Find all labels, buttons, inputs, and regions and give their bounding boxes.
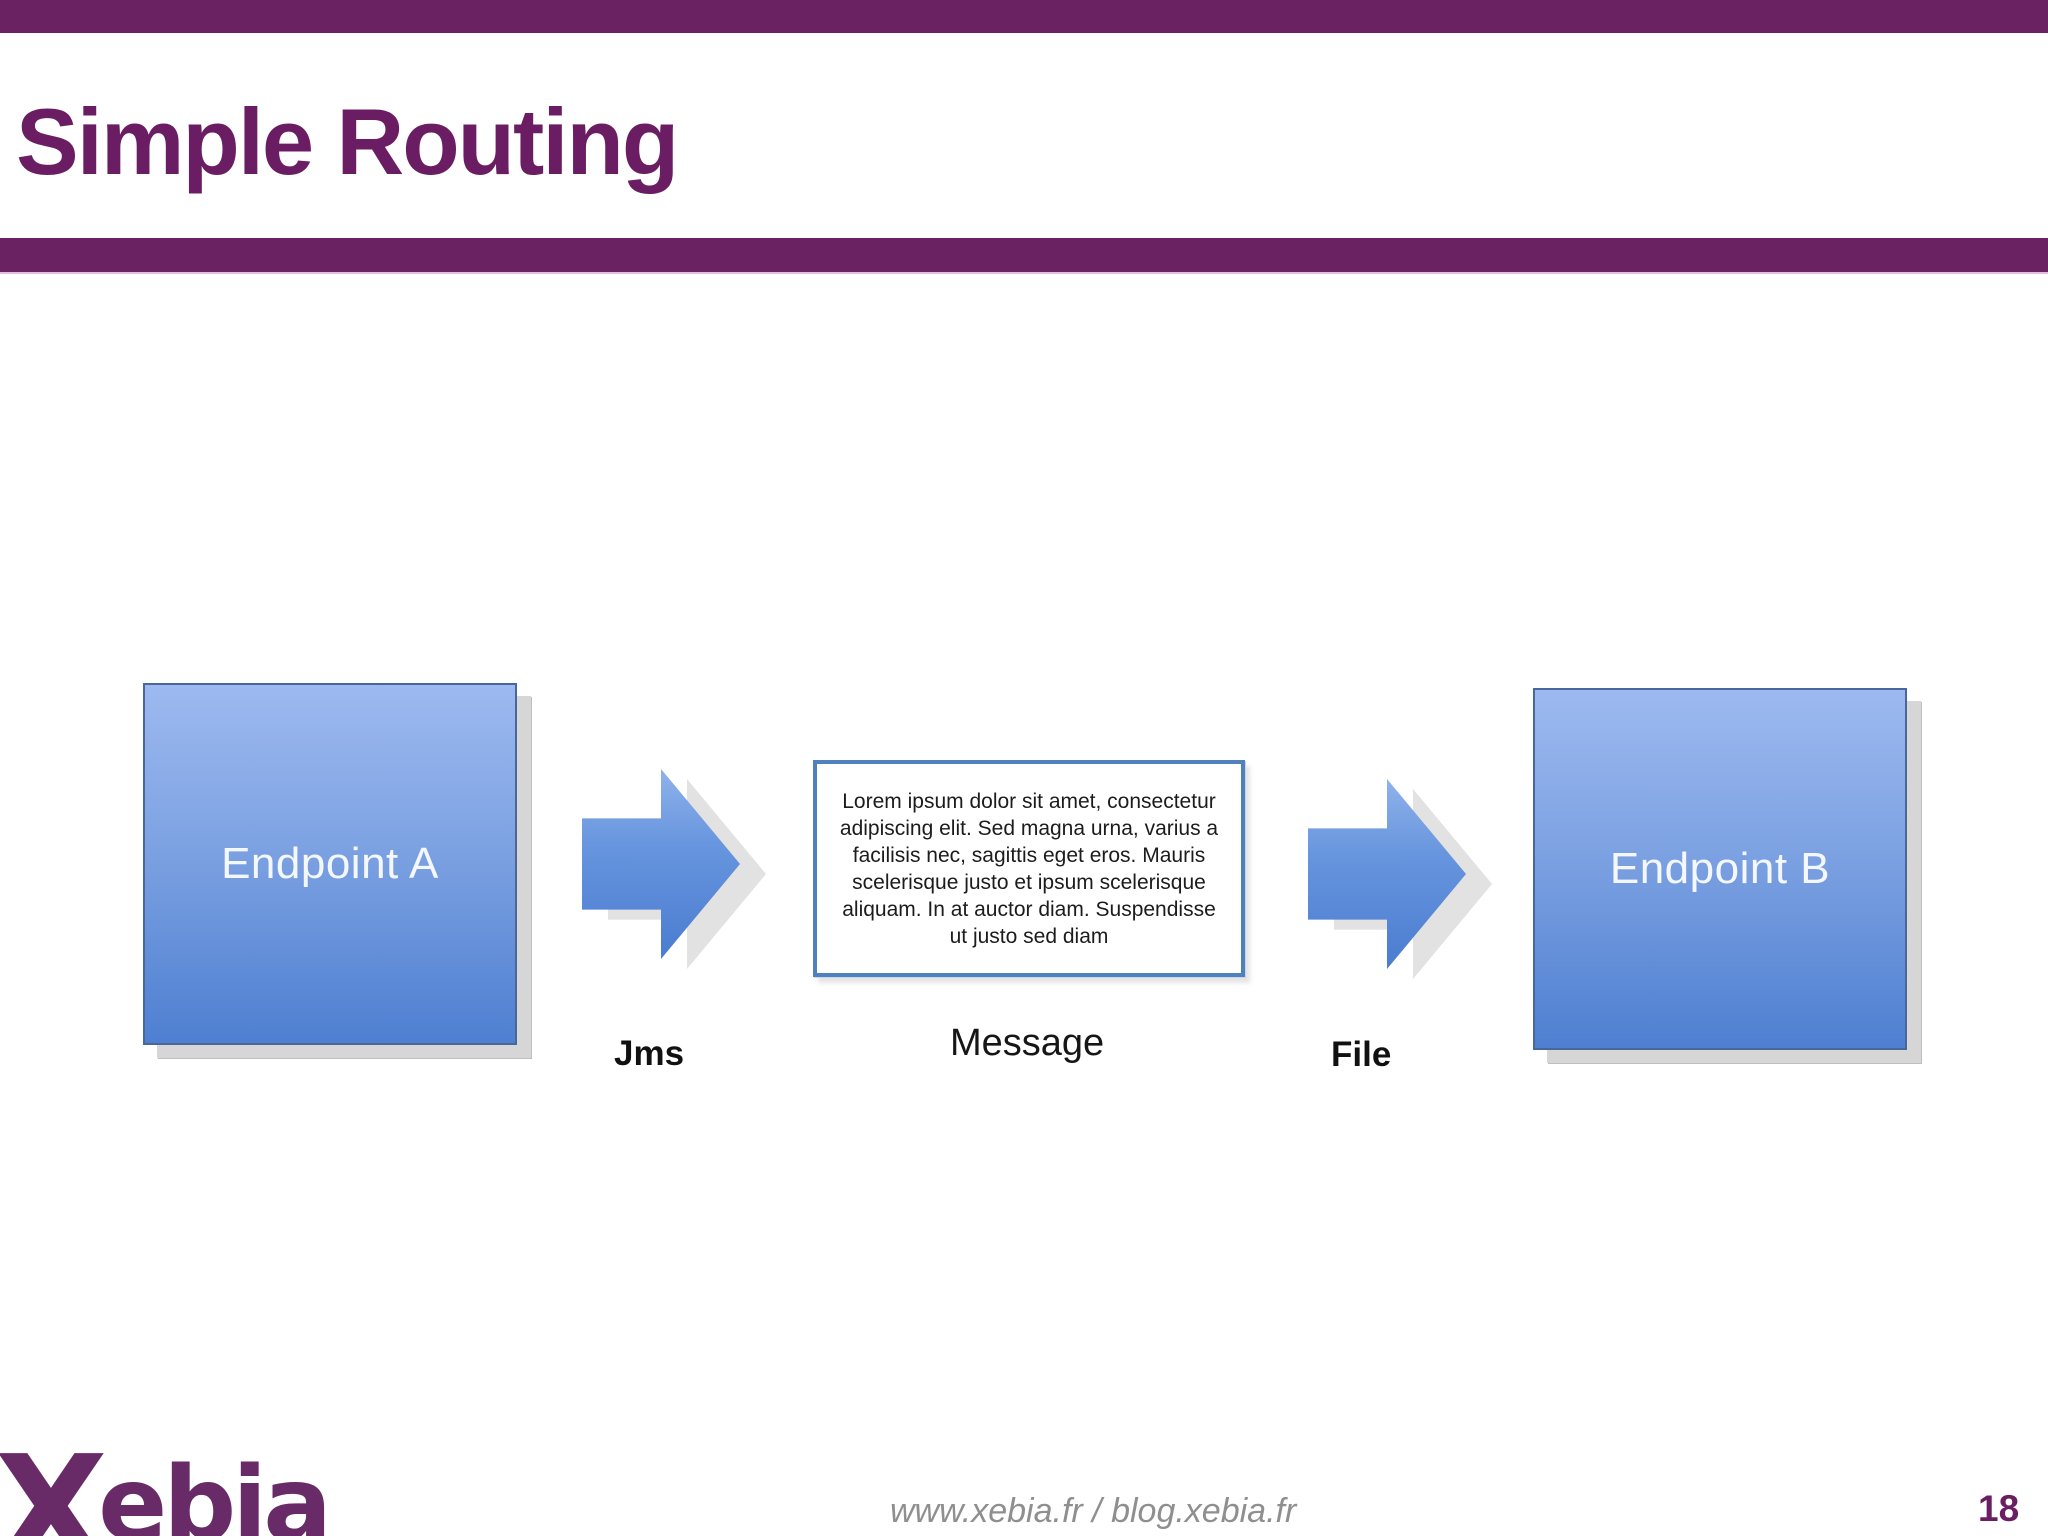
jms-label: Jms: [614, 1034, 685, 1073]
endpoint-a-box: Endpoint A: [143, 683, 517, 1045]
page-title: Simple Routing: [16, 89, 679, 194]
jms-arrow: [582, 769, 766, 969]
footer-url-link[interactable]: www.xebia.fr / blog.xebia.fr: [890, 1492, 1297, 1530]
logo-x-glyph: X: [0, 1424, 108, 1536]
endpoint-a-label: Endpoint A: [221, 839, 439, 888]
endpoint-b-label: Endpoint B: [1609, 844, 1831, 893]
page-number: 18: [1978, 1488, 2020, 1529]
message-box: Lorem ipsum dolor sit amet, consectetur …: [813, 760, 1245, 977]
logo-wordmark: ebia: [98, 1445, 332, 1536]
file-label: File: [1331, 1035, 1392, 1074]
endpoint-b-box: Endpoint B: [1533, 688, 1907, 1050]
message-text: Lorem ipsum dolor sit amet, consectetur …: [839, 789, 1219, 948]
top-accent-bar: [0, 0, 2048, 33]
message-label: Message: [950, 1022, 1105, 1064]
file-arrow: [1308, 779, 1492, 979]
title-divider-bar: [0, 238, 2048, 274]
